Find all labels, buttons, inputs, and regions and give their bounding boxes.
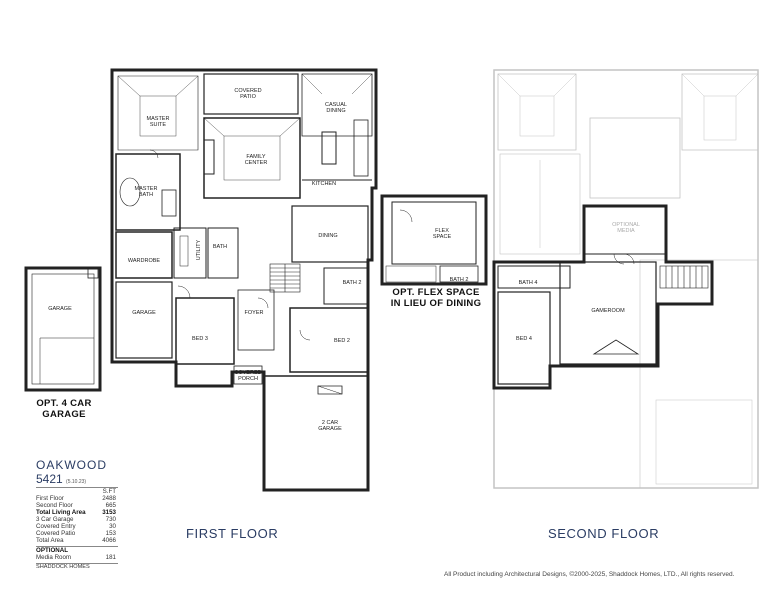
sqft-header: S.FT xyxy=(102,488,116,495)
stat-label: Total Living Area xyxy=(36,509,86,516)
label-covered-patio-2: PATIO xyxy=(240,94,256,100)
second-floor-active xyxy=(492,204,714,390)
label-bath-4: BATH 4 xyxy=(519,280,538,286)
label-utility: UTILITY xyxy=(196,239,202,260)
label-master-bath-2: BATH xyxy=(139,192,153,198)
label-casual-dining-2: DINING xyxy=(326,108,345,114)
opt-garage-line-2: GARAGE xyxy=(42,409,86,420)
stat-value: 30 xyxy=(109,523,116,530)
stat-label: Second Floor xyxy=(36,502,73,509)
plan-number-row: 5421 (5.10.23) xyxy=(36,472,126,486)
stat-row: Second Floor 665 xyxy=(36,502,116,509)
opt-garage-line-1: OPT. 4 CAR xyxy=(36,398,92,409)
plan-info: OAKWOOD 5421 (5.10.23) S.FT First Floor 2… xyxy=(36,458,126,571)
builder-name: SHADDOCK HOMES xyxy=(36,564,90,570)
label-casual-dining-1: CASUAL xyxy=(325,102,347,108)
label-kitchen: KITCHEN xyxy=(312,181,336,187)
stat-label: Covered Patio xyxy=(36,530,76,537)
label-foyer: FOYER xyxy=(245,310,264,316)
stat-value: 665 xyxy=(105,502,116,509)
label-opt-garage: GARAGE xyxy=(48,306,72,312)
optional-label: Media Room xyxy=(36,554,72,561)
label-flex-1: FLEX xyxy=(435,228,449,234)
opt-flex-plan xyxy=(380,194,488,286)
opt-flex-line-1: OPT. FLEX SPACE xyxy=(392,287,480,298)
label-optional-media-2: MEDIA xyxy=(617,228,635,234)
divider xyxy=(36,563,118,564)
stat-row: Covered Patio 153 xyxy=(36,530,116,537)
opt-garage-plan xyxy=(24,266,102,392)
stat-value: 153 xyxy=(105,530,116,537)
first-floor-title: FIRST FLOOR xyxy=(186,526,279,541)
divider xyxy=(36,546,118,547)
label-dining: DINING xyxy=(318,233,337,239)
label-family-center-1: FAMILY xyxy=(246,154,265,160)
label-2-car-garage-1: 2 CAR xyxy=(322,420,338,426)
label-bed-2: BED 2 xyxy=(334,338,350,344)
stat-label: First Floor xyxy=(36,495,64,502)
stat-value: 4066 xyxy=(102,537,116,544)
opt-flex-space-label: OPT. FLEX SPACE IN LIEU OF DINING xyxy=(384,287,488,309)
plan-name: OAKWOOD xyxy=(36,458,108,472)
stat-value: 730 xyxy=(105,516,116,523)
optional-title: OPTIONAL xyxy=(36,547,68,554)
optional-row: Media Room 181 xyxy=(36,554,116,561)
label-bath-2: BATH 2 xyxy=(343,280,362,286)
copyright-text: All Product including Architectural Desi… xyxy=(444,571,735,578)
divider xyxy=(36,487,118,488)
label-flex-bath-2: BATH 2 xyxy=(450,277,469,283)
sqft-header-row: S.FT xyxy=(36,488,116,495)
label-family-center-2: CENTER xyxy=(245,160,268,166)
label-garage: GARAGE xyxy=(132,310,156,316)
stat-value: 3153 xyxy=(102,509,116,516)
stat-label: 3 Car Garage xyxy=(36,516,74,523)
stat-row: 3 Car Garage 730 xyxy=(36,516,116,523)
stat-row: Total Living Area 3153 xyxy=(36,509,116,516)
plan-number: 5421 xyxy=(36,472,63,486)
label-wardrobe: WARDROBE xyxy=(128,258,161,264)
label-covered-porch-2: PORCH xyxy=(238,376,258,382)
optional-stats: OPTIONAL Media Room 181 xyxy=(36,547,126,561)
label-master-suite-2: SUITE xyxy=(150,122,167,128)
stat-label: Covered Entry xyxy=(36,523,76,530)
stat-row: Covered Entry 30 xyxy=(36,523,116,530)
opt-flex-line-2: IN LIEU OF DINING xyxy=(390,298,482,309)
stat-label: Total Area xyxy=(36,537,64,544)
label-flex-2: SPACE xyxy=(433,234,452,240)
second-floor-title: SECOND FLOOR xyxy=(548,526,660,541)
label-covered-patio-1: COVERED xyxy=(234,88,261,94)
label-gameroom: GAMEROOM xyxy=(591,308,625,314)
label-2-car-garage-2: GARAGE xyxy=(318,426,342,432)
opt-4-car-garage-label: OPT. 4 CAR GARAGE xyxy=(22,398,106,420)
label-bed-3: BED 3 xyxy=(192,336,208,342)
stat-row: First Floor 2488 xyxy=(36,495,116,502)
label-master-bath-1: MASTER xyxy=(135,186,158,192)
optional-value: 181 xyxy=(105,554,116,561)
second-floor-plan xyxy=(493,69,759,489)
label-optional-media-1: OPTIONAL xyxy=(612,222,640,228)
first-floor-plan xyxy=(110,68,378,492)
label-bed-4: BED 4 xyxy=(516,336,532,342)
label-covered-porch-1: COVERED xyxy=(234,370,261,376)
label-master-suite-1: MASTER xyxy=(147,116,170,122)
label-bath: BATH xyxy=(213,244,227,250)
stat-value: 2488 xyxy=(102,495,116,502)
stat-row: Total Area 4066 xyxy=(36,537,116,544)
plan-revision: (5.10.23) xyxy=(66,479,87,485)
